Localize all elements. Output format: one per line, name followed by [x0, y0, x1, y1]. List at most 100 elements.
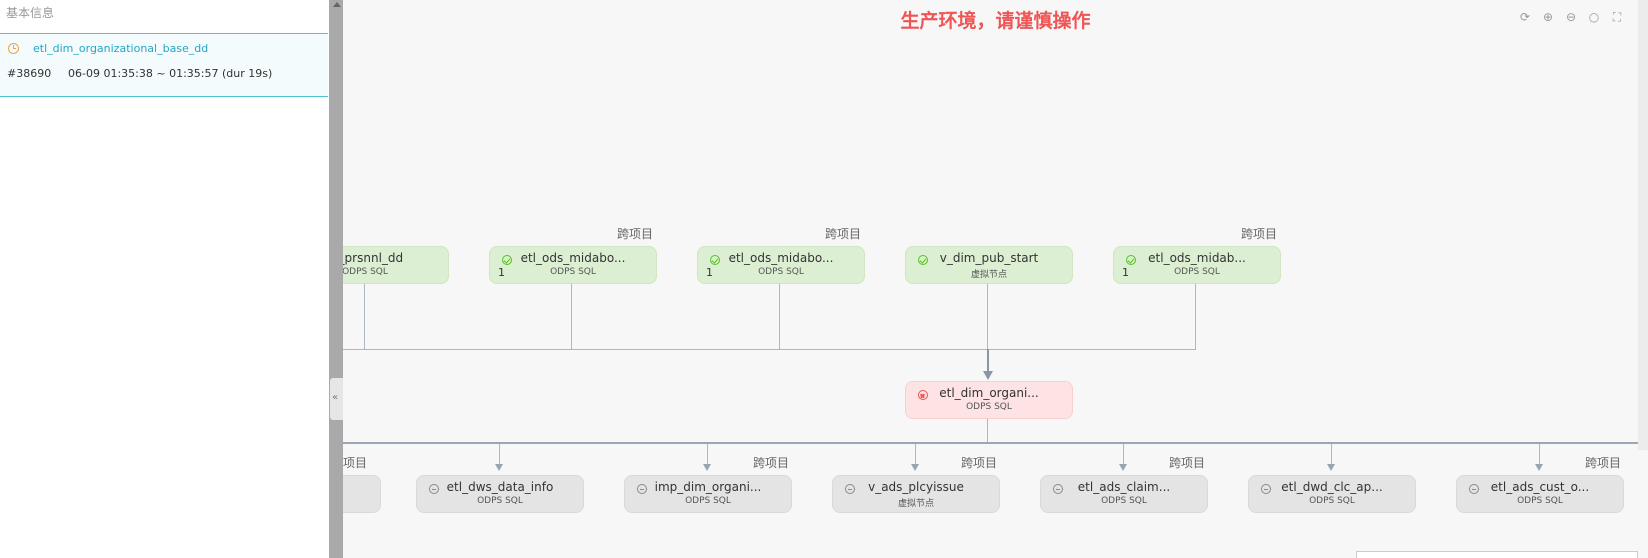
downstream-node[interactable]: etl_dws_data_info ODPS SQL — [416, 475, 584, 513]
task-instance-card[interactable]: etl_dim_organizational_base_dd #38690 06… — [0, 34, 328, 97]
downstream-node[interactable]: etl_ads_claim... ODPS SQL — [1040, 475, 1208, 513]
refresh-icon[interactable]: ⟳ — [1519, 10, 1531, 24]
cross-project-label: 跨项目 — [825, 227, 862, 241]
cross-project-label: 跨项目 — [961, 456, 998, 470]
node-type: ODPS SQL — [966, 402, 1012, 412]
edge — [915, 444, 916, 464]
zoom-in-icon[interactable]: ⊕ — [1542, 10, 1554, 24]
edge — [1331, 444, 1332, 464]
arrow-icon — [1327, 464, 1335, 471]
node-name: imp_dim_organi... — [654, 480, 762, 494]
cross-project-label: 跨项目 — [753, 456, 790, 470]
downstream-node[interactable]: imp_dim_organi... ODPS SQL — [624, 475, 792, 513]
cross-project-label: 跨项目 — [1585, 456, 1622, 470]
task-instance-id: #38690 — [7, 67, 52, 80]
node-name: v_dim_pub_start — [939, 251, 1039, 265]
node-name: etl_ods_midabo... — [728, 251, 834, 265]
downstream-node[interactable] — [343, 475, 381, 513]
scroll-up-arrow-icon[interactable] — [333, 2, 341, 7]
cross-project-label: 跨项目 — [617, 227, 654, 241]
arrow-icon — [983, 371, 993, 380]
upstream-node[interactable]: etl_ods_midabo... 1 ODPS SQL — [489, 246, 657, 284]
node-type: ODPS SQL — [477, 496, 523, 506]
node-type: ODPS SQL — [685, 496, 731, 506]
node-type: ODPS SQL — [1517, 496, 1563, 506]
edge — [1123, 444, 1124, 464]
divider — [0, 33, 328, 34]
node-name: etl_dwd_clc_ap... — [1281, 480, 1383, 494]
edge — [1195, 284, 1196, 349]
edge — [343, 349, 1196, 350]
success-icon — [502, 255, 512, 265]
waiting-icon — [1053, 484, 1063, 494]
cross-project-label: 跨项目 — [1169, 456, 1206, 470]
node-name: etl_ads_claim... — [1077, 480, 1171, 494]
edge — [987, 349, 989, 372]
clock-icon — [8, 43, 19, 54]
production-warning: 生产环境，请谨慎操作 — [900, 10, 1091, 32]
node-name: etl_dim_organi... — [939, 386, 1039, 400]
node-type: ODPS SQL — [343, 267, 388, 277]
node-name: etl_ads_cust_o... — [1490, 480, 1590, 494]
waiting-icon — [637, 484, 647, 494]
cross-project-label: 项目 — [343, 456, 368, 470]
arrow-icon — [911, 464, 919, 471]
node-type: 虚拟节点 — [970, 270, 1007, 280]
upstream-node[interactable]: v_dim_pub_start 虚拟节点 — [905, 246, 1073, 284]
node-type: ODPS SQL — [1309, 496, 1355, 506]
fullscreen-icon[interactable]: ⛶ — [1612, 10, 1622, 24]
canvas-toolbar: ⟳ ⊕ ⊖ ○ ⛶ — [1518, 10, 1628, 24]
waiting-icon — [1261, 484, 1271, 494]
zoom-out-icon[interactable]: ⊖ — [1565, 10, 1577, 24]
node-type: ODPS SQL — [1101, 496, 1147, 506]
arrow-icon — [495, 464, 503, 471]
node-name: m_prsnnl_dd — [343, 251, 404, 265]
downstream-node[interactable]: etl_ads_cust_o... ODPS SQL — [1456, 475, 1624, 513]
current-node[interactable]: etl_dim_organi... ODPS SQL — [905, 381, 1073, 419]
task-run-time: 06-09 01:35:38 ~ 01:35:57 (dur 19s) — [68, 67, 273, 80]
edge — [779, 284, 780, 349]
dag-canvas[interactable]: 生产环境，请谨慎操作 ⟳ ⊕ ⊖ ○ ⛶ 跨项目 跨项目 跨项目 项目 跨项目 … — [343, 0, 1648, 558]
arrow-icon — [703, 464, 711, 471]
node-name: etl_dws_data_info — [446, 480, 554, 494]
downstream-node[interactable]: etl_dwd_clc_ap... ODPS SQL — [1248, 475, 1416, 513]
cross-project-label: 跨项目 — [1241, 227, 1278, 241]
edge — [364, 284, 365, 349]
node-name: etl_ods_midabo... — [520, 251, 626, 265]
edge — [987, 284, 988, 349]
edge — [1539, 444, 1540, 464]
success-icon — [1126, 255, 1136, 265]
waiting-icon — [429, 484, 439, 494]
waiting-icon — [845, 484, 855, 494]
edge — [571, 284, 572, 349]
node-count: 1 — [1122, 266, 1129, 279]
failed-icon — [918, 390, 928, 400]
canvas-scrollbar[interactable] — [1638, 0, 1648, 450]
success-icon — [918, 255, 928, 265]
node-count: 1 — [706, 266, 713, 279]
edge — [987, 417, 988, 443]
panel-header: 基本信息 — [6, 6, 55, 20]
node-name: v_ads_plcyissue — [868, 480, 964, 494]
edge — [707, 444, 708, 464]
search-icon[interactable]: ○ — [1588, 10, 1600, 24]
waiting-icon — [1469, 484, 1479, 494]
node-count: 1 — [498, 266, 505, 279]
node-type: ODPS SQL — [758, 267, 804, 277]
collapse-left-icon[interactable]: « — [332, 392, 339, 403]
panel-splitter[interactable] — [329, 0, 343, 558]
bottom-panel-edge — [1356, 551, 1638, 558]
left-panel: 基本信息 etl_dim_organizational_base_dd #386… — [0, 0, 329, 558]
downstream-node[interactable]: v_ads_plcyissue 虚拟节点 — [832, 475, 1000, 513]
upstream-node[interactable]: etl_ods_midabo... 1 ODPS SQL — [697, 246, 865, 284]
arrow-icon — [1119, 464, 1127, 471]
node-type: ODPS SQL — [550, 267, 596, 277]
task-name-link[interactable]: etl_dim_organizational_base_dd — [33, 42, 209, 55]
node-type: 虚拟节点 — [897, 499, 934, 509]
edge — [499, 444, 500, 464]
upstream-node[interactable]: m_prsnnl_dd ODPS SQL — [343, 246, 449, 284]
arrow-icon — [1535, 464, 1543, 471]
edge — [343, 442, 1638, 444]
upstream-node[interactable]: etl_ods_midab... 1 ODPS SQL — [1113, 246, 1281, 284]
success-icon — [710, 255, 720, 265]
